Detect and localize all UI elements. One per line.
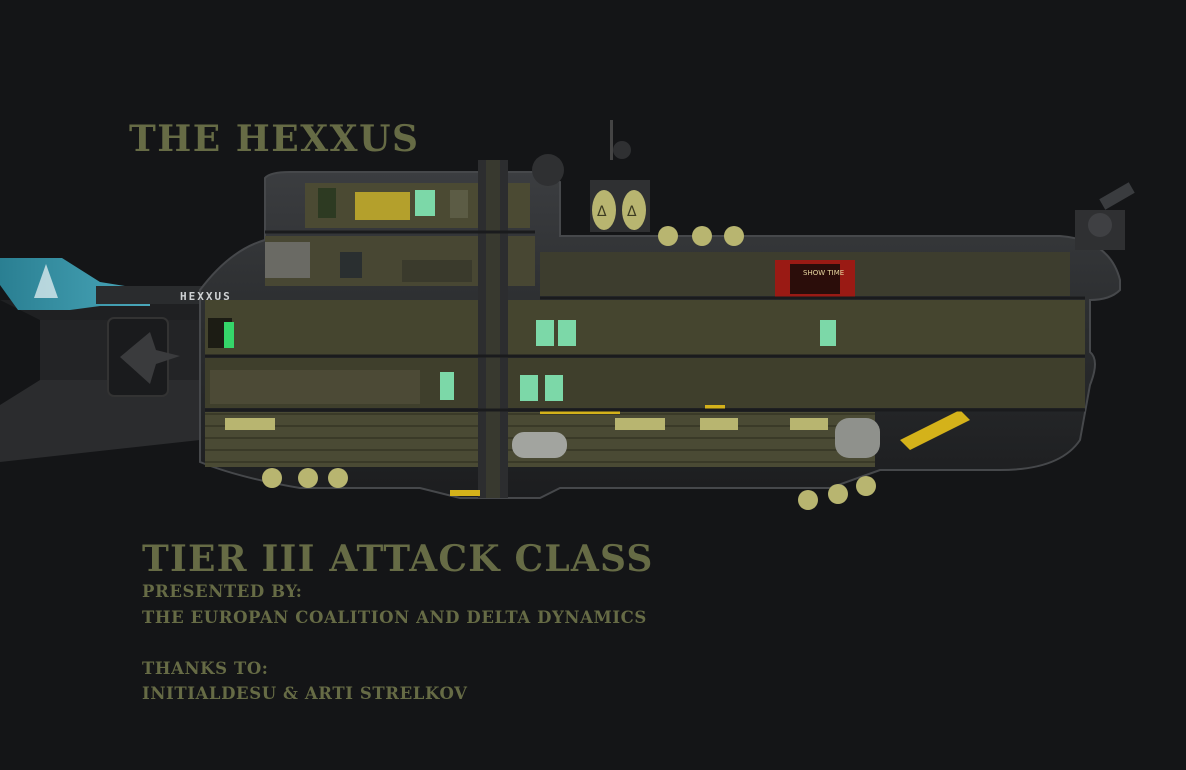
thanks-names: INITIALDESU & ARTI STRELKOV: [142, 684, 468, 703]
svg-text:Δ: Δ: [627, 204, 637, 220]
vertical-shaft: [478, 160, 508, 498]
deck-floors: [205, 230, 1085, 412]
hazard-stripes: [450, 405, 970, 496]
svg-text:SHOW TIME: SHOW TIME: [803, 269, 844, 277]
blue-tail-fin: [0, 258, 206, 310]
svg-text:Δ: Δ: [597, 204, 607, 220]
stern-section: [0, 300, 200, 462]
theater-stage: SHOW TIME: [775, 260, 855, 298]
class-subtitle: TIER III ATTACK CLASS: [142, 538, 654, 580]
hull-nameplate: HEXXUS: [180, 290, 232, 303]
presenters-text: THE EUROPAN COALITION AND DELTA DYNAMICS: [142, 608, 647, 627]
thanks-label: THANKS TO:: [142, 659, 269, 678]
forward-turret: [1075, 182, 1135, 250]
landing-wheels: [262, 226, 876, 510]
poster-title: THE HEXXUS: [129, 118, 420, 160]
submarine-cross-section: HEXXUS Δ Δ: [0, 120, 1135, 510]
propeller-icon: [120, 332, 180, 384]
presented-by-label: PRESENTED BY:: [142, 582, 303, 601]
machinery: [210, 370, 880, 458]
conning-tower: Δ Δ: [532, 120, 650, 232]
